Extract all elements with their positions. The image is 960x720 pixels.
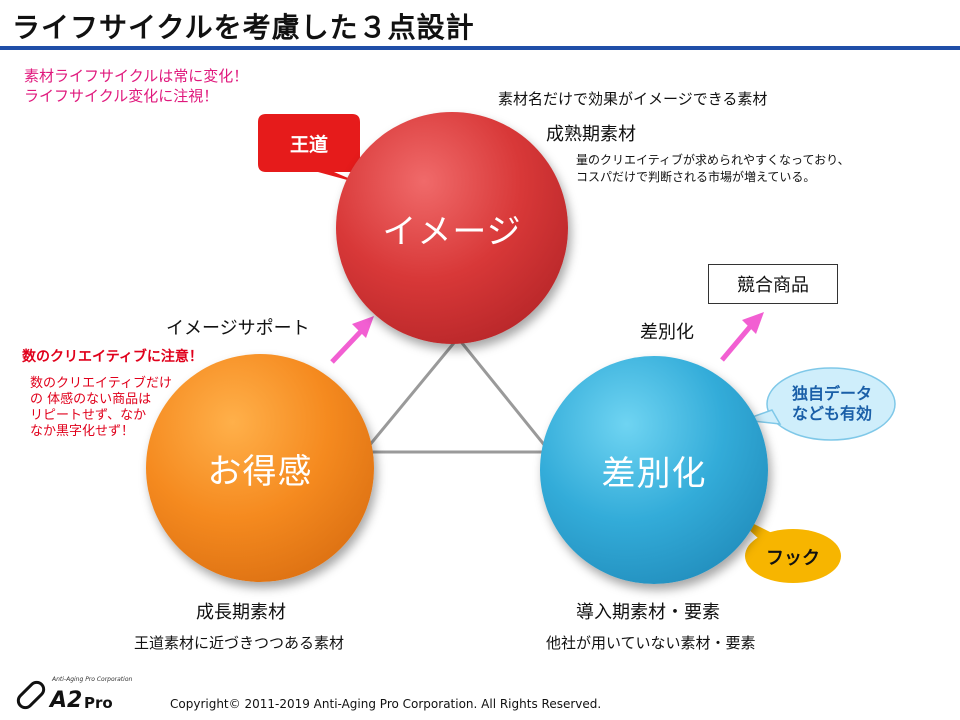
lifecycle-note-line2: ライフサイクル変化に注視！ xyxy=(24,87,219,105)
sabetsu-circle-label: 差別化 xyxy=(601,453,707,494)
mature-description: 量のクリエイティブが求められやすくなっており、 コスパだけで判断される市場が増え… xyxy=(576,152,850,186)
warning-body: 数のクリエイティブだけ の 体感のない商品は リピートせず、なか なか黒字化せず… xyxy=(30,376,172,440)
logo-pro: Pro xyxy=(84,694,113,712)
image-support-label: イメージサポート xyxy=(166,318,310,339)
mature-description-line2: コスパだけで判断される市場が増えている。 xyxy=(576,170,816,184)
mature-description-line1: 量のクリエイティブが求められやすくなっており、 xyxy=(576,153,850,167)
otoku-circle-label: お得感 xyxy=(207,451,313,492)
oudou-label: 王道 xyxy=(289,134,328,156)
lifecycle-note-line1: 素材ライフサイクルは常に変化！ xyxy=(24,67,249,85)
competitor-box: 競合商品 xyxy=(708,264,838,304)
sabetsu-circle: 差別化 xyxy=(540,356,768,584)
warning-line: なか黒字化せず！ xyxy=(30,424,135,439)
warning-line: リピートせず、なか xyxy=(30,408,147,423)
oudou-callout xyxy=(258,114,362,184)
title-underline xyxy=(0,46,960,50)
hook-label: フック xyxy=(766,548,820,569)
arrow-up-right-icon xyxy=(720,312,764,362)
image-circle: イメージ xyxy=(336,112,568,344)
image-circle-label: イメージ xyxy=(382,211,522,252)
copyright-text: Copyright© 2011-2019 Anti-Aging Pro Corp… xyxy=(170,697,602,711)
mature-stage-label: 成熟期素材 xyxy=(546,124,636,145)
growth-description: 王道素材に近づきつつある素材 xyxy=(134,634,345,652)
company-logo: Anti-Aging Pro Corporation A2 Pro xyxy=(12,674,132,718)
warning-line: 数のクリエイティブだけ xyxy=(30,376,172,391)
warning-title: 数のクリエイティブに注意！ xyxy=(22,349,203,365)
triangle-connector xyxy=(360,335,554,454)
intro-description: 他社が用いていない素材・要素 xyxy=(546,634,756,652)
page-title: ライフサイクルを考慮した３点設計 xyxy=(12,11,475,44)
dokuji-label: 独自データ なども有効 xyxy=(770,384,894,424)
otoku-circle: お得感 xyxy=(146,354,374,582)
lifecycle-note: 素材ライフサイクルは常に変化！ ライフサイクル変化に注視！ xyxy=(24,66,248,106)
logo-a2: A2 xyxy=(50,688,83,713)
growth-stage-label: 成長期素材 xyxy=(196,602,286,623)
warning-line: の 体感のない商品は xyxy=(30,392,152,407)
logo-tagline: Anti-Aging Pro Corporation xyxy=(52,676,133,683)
top-description: 素材名だけで効果がイメージできる素材 xyxy=(498,90,768,108)
differentiation-label: 差別化 xyxy=(640,322,694,343)
dokuji-label-line1: 独自データ xyxy=(791,384,872,403)
pill-logo-icon xyxy=(16,680,46,710)
arrow-up-left-icon xyxy=(330,316,374,364)
dokuji-label-line2: なども有効 xyxy=(791,404,872,423)
intro-stage-label: 導入期素材・要素 xyxy=(576,602,720,623)
